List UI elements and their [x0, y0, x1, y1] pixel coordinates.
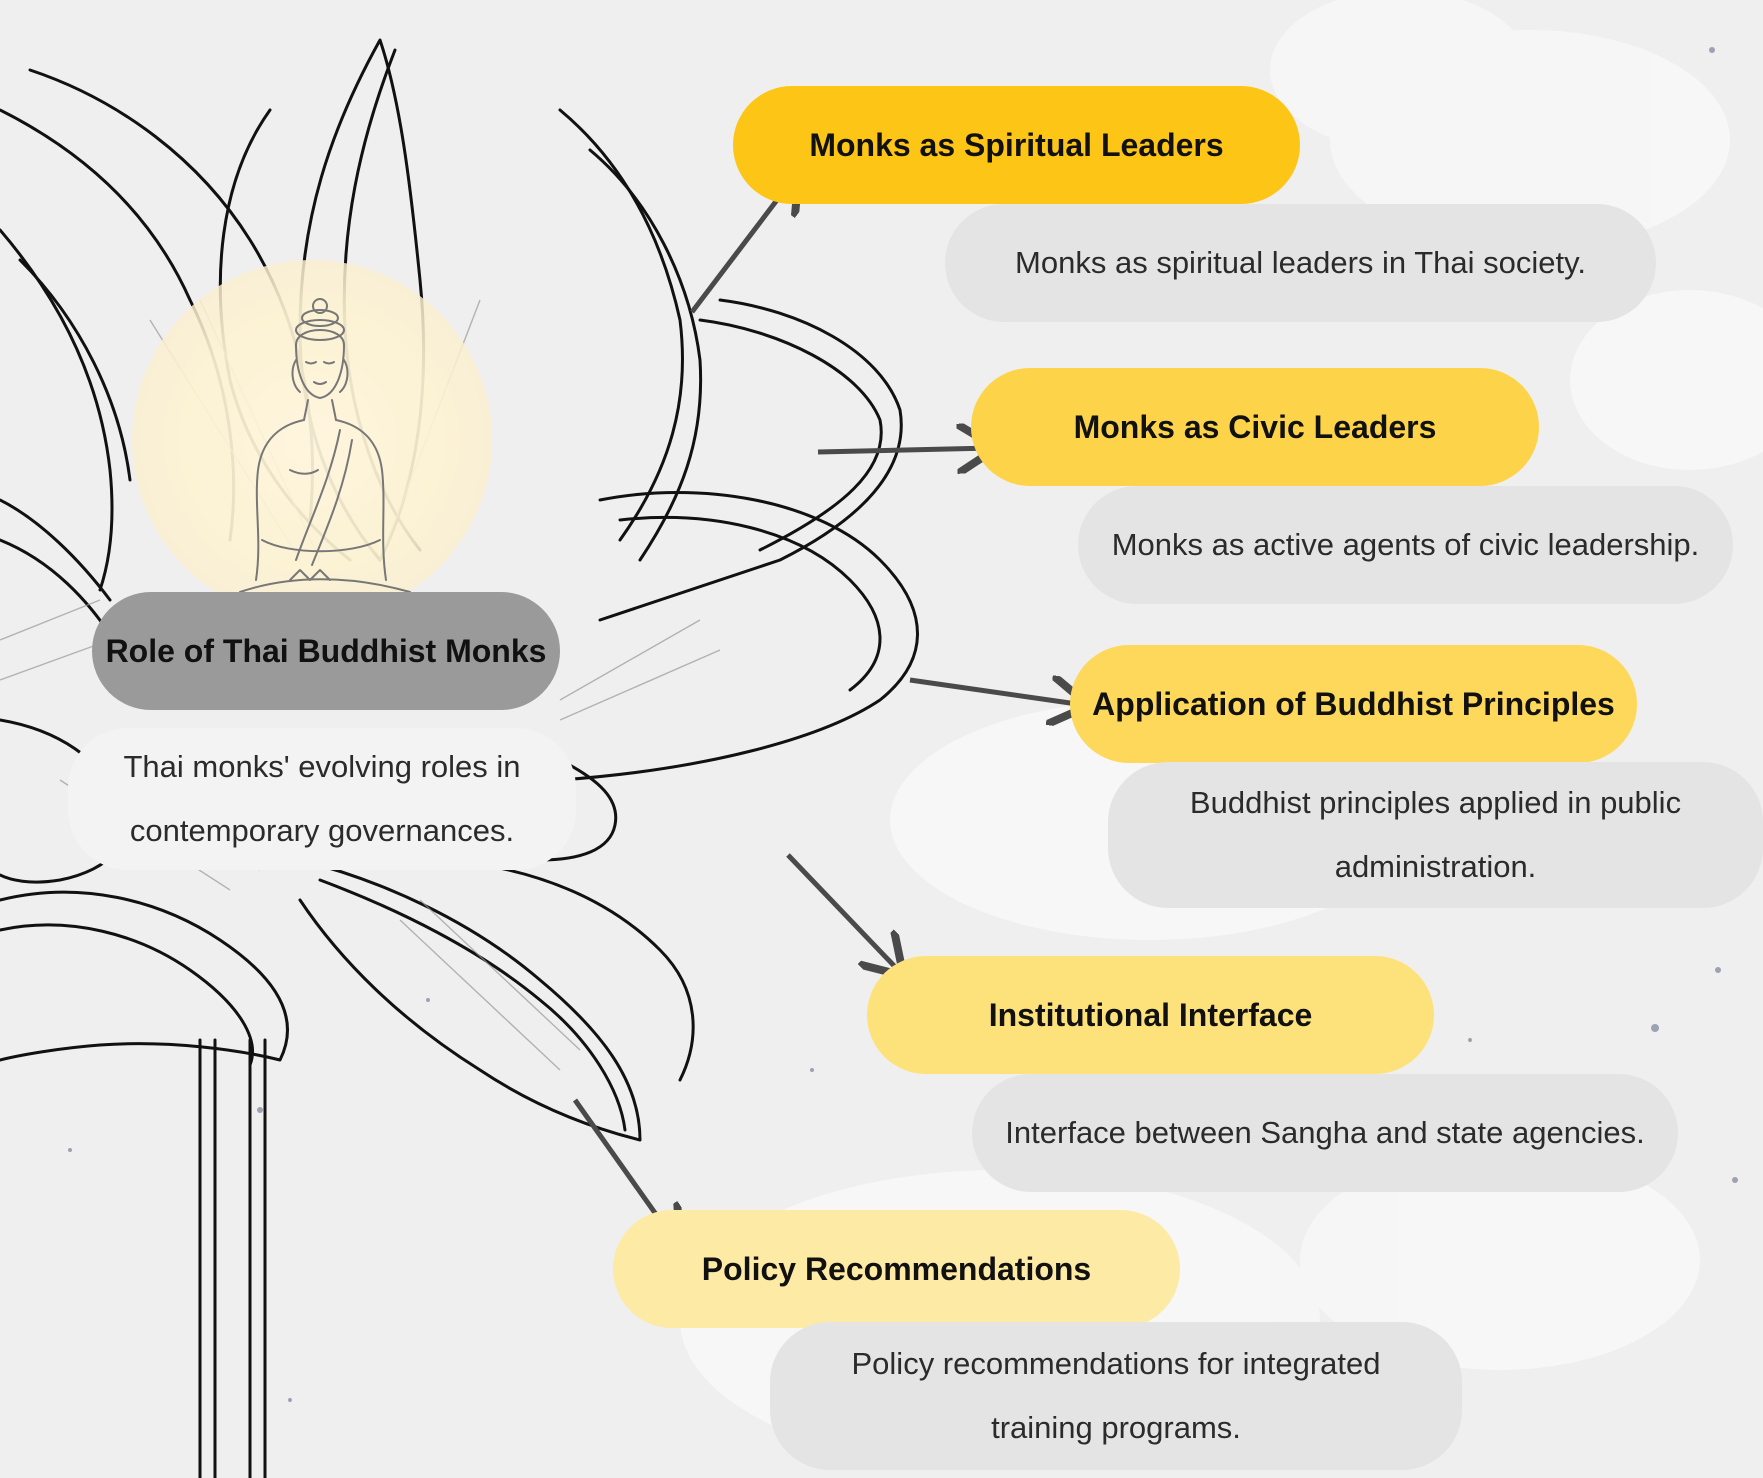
node-institutional-interface-title: Institutional Interface: [867, 956, 1434, 1074]
halo: [132, 260, 492, 620]
node-civic-leaders-title: Monks as Civic Leaders: [971, 368, 1539, 486]
node-spiritual-leaders-description: Monks as spiritual leaders in Thai socie…: [945, 204, 1656, 322]
node-institutional-interface-description: Interface between Sangha and state agenc…: [972, 1074, 1678, 1192]
arrow-icon: [786, 853, 900, 972]
central-topic-description: Thai monks' evolving roles in contempora…: [68, 728, 576, 870]
central-topic-title: Role of Thai Buddhist Monks: [92, 592, 560, 710]
node-civic-leaders-description: Monks as active agents of civic leadersh…: [1078, 486, 1733, 604]
node-policy-recommendations-title: Policy Recommendations: [613, 1210, 1180, 1328]
node-buddhist-principles-description: Buddhist principles applied in public ad…: [1108, 762, 1763, 908]
arrow-icon: [817, 448, 992, 452]
seated-buddha-icon: [239, 298, 411, 593]
node-spiritual-leaders-title: Monks as Spiritual Leaders: [733, 86, 1300, 204]
node-policy-recommendations-description: Policy recommendations for integrated tr…: [770, 1322, 1462, 1470]
node-buddhist-principles-title: Application of Buddhist Principles: [1070, 645, 1637, 763]
arrow-icon: [909, 680, 1084, 705]
